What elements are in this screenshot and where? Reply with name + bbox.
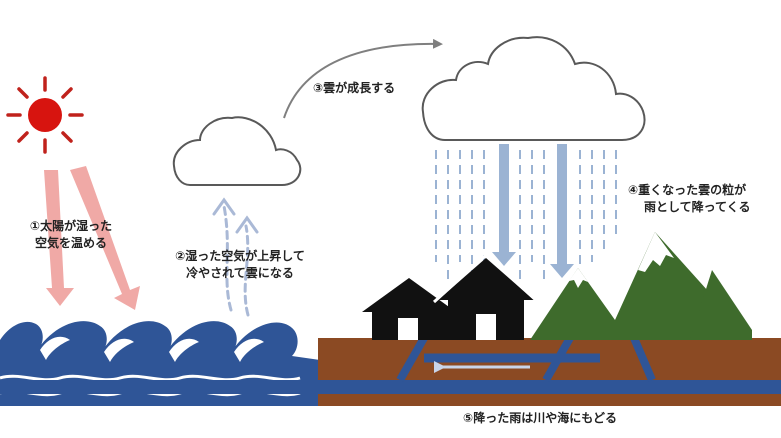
house-icon (432, 252, 540, 340)
step1-line2: 空気を温める (34, 236, 107, 250)
step3-label: ③雲が成長する (313, 80, 395, 97)
step2-label: ②湿った空気が上昇して 冷やされて雲になる (165, 248, 315, 282)
mountain-icon (530, 232, 752, 340)
step1-line1: ①太陽が湿った (29, 219, 113, 233)
sun-beam-arrows (44, 166, 140, 310)
step5-label: ⑤降った雨は川や海にもどる (420, 410, 660, 427)
growth-arrow (283, 38, 443, 119)
step4-line1: ④重くなった雲の粒が (628, 183, 747, 197)
rain-arrows (492, 144, 574, 278)
cloud-icon (421, 36, 646, 141)
river (0, 336, 781, 394)
step3-text: ③雲が成長する (313, 81, 396, 95)
step5-text: ⑤降った雨は川や海にもどる (463, 411, 617, 425)
house-icon (357, 273, 461, 340)
step4-line2: 雨として降ってくる (644, 200, 751, 214)
sun-icon (6, 76, 84, 154)
vapor-arrows (212, 197, 259, 317)
cloud-icon (172, 116, 302, 186)
rain-lines (435, 150, 617, 280)
step2-line1: ②湿った空気が上昇して (175, 249, 305, 263)
step1-label: ①太陽が湿った 空気を温める (16, 218, 126, 252)
step2-line2: 冷やされて雲になる (186, 266, 294, 280)
step4-label: ④重くなった雲の粒が 雨として降ってくる (628, 182, 750, 216)
